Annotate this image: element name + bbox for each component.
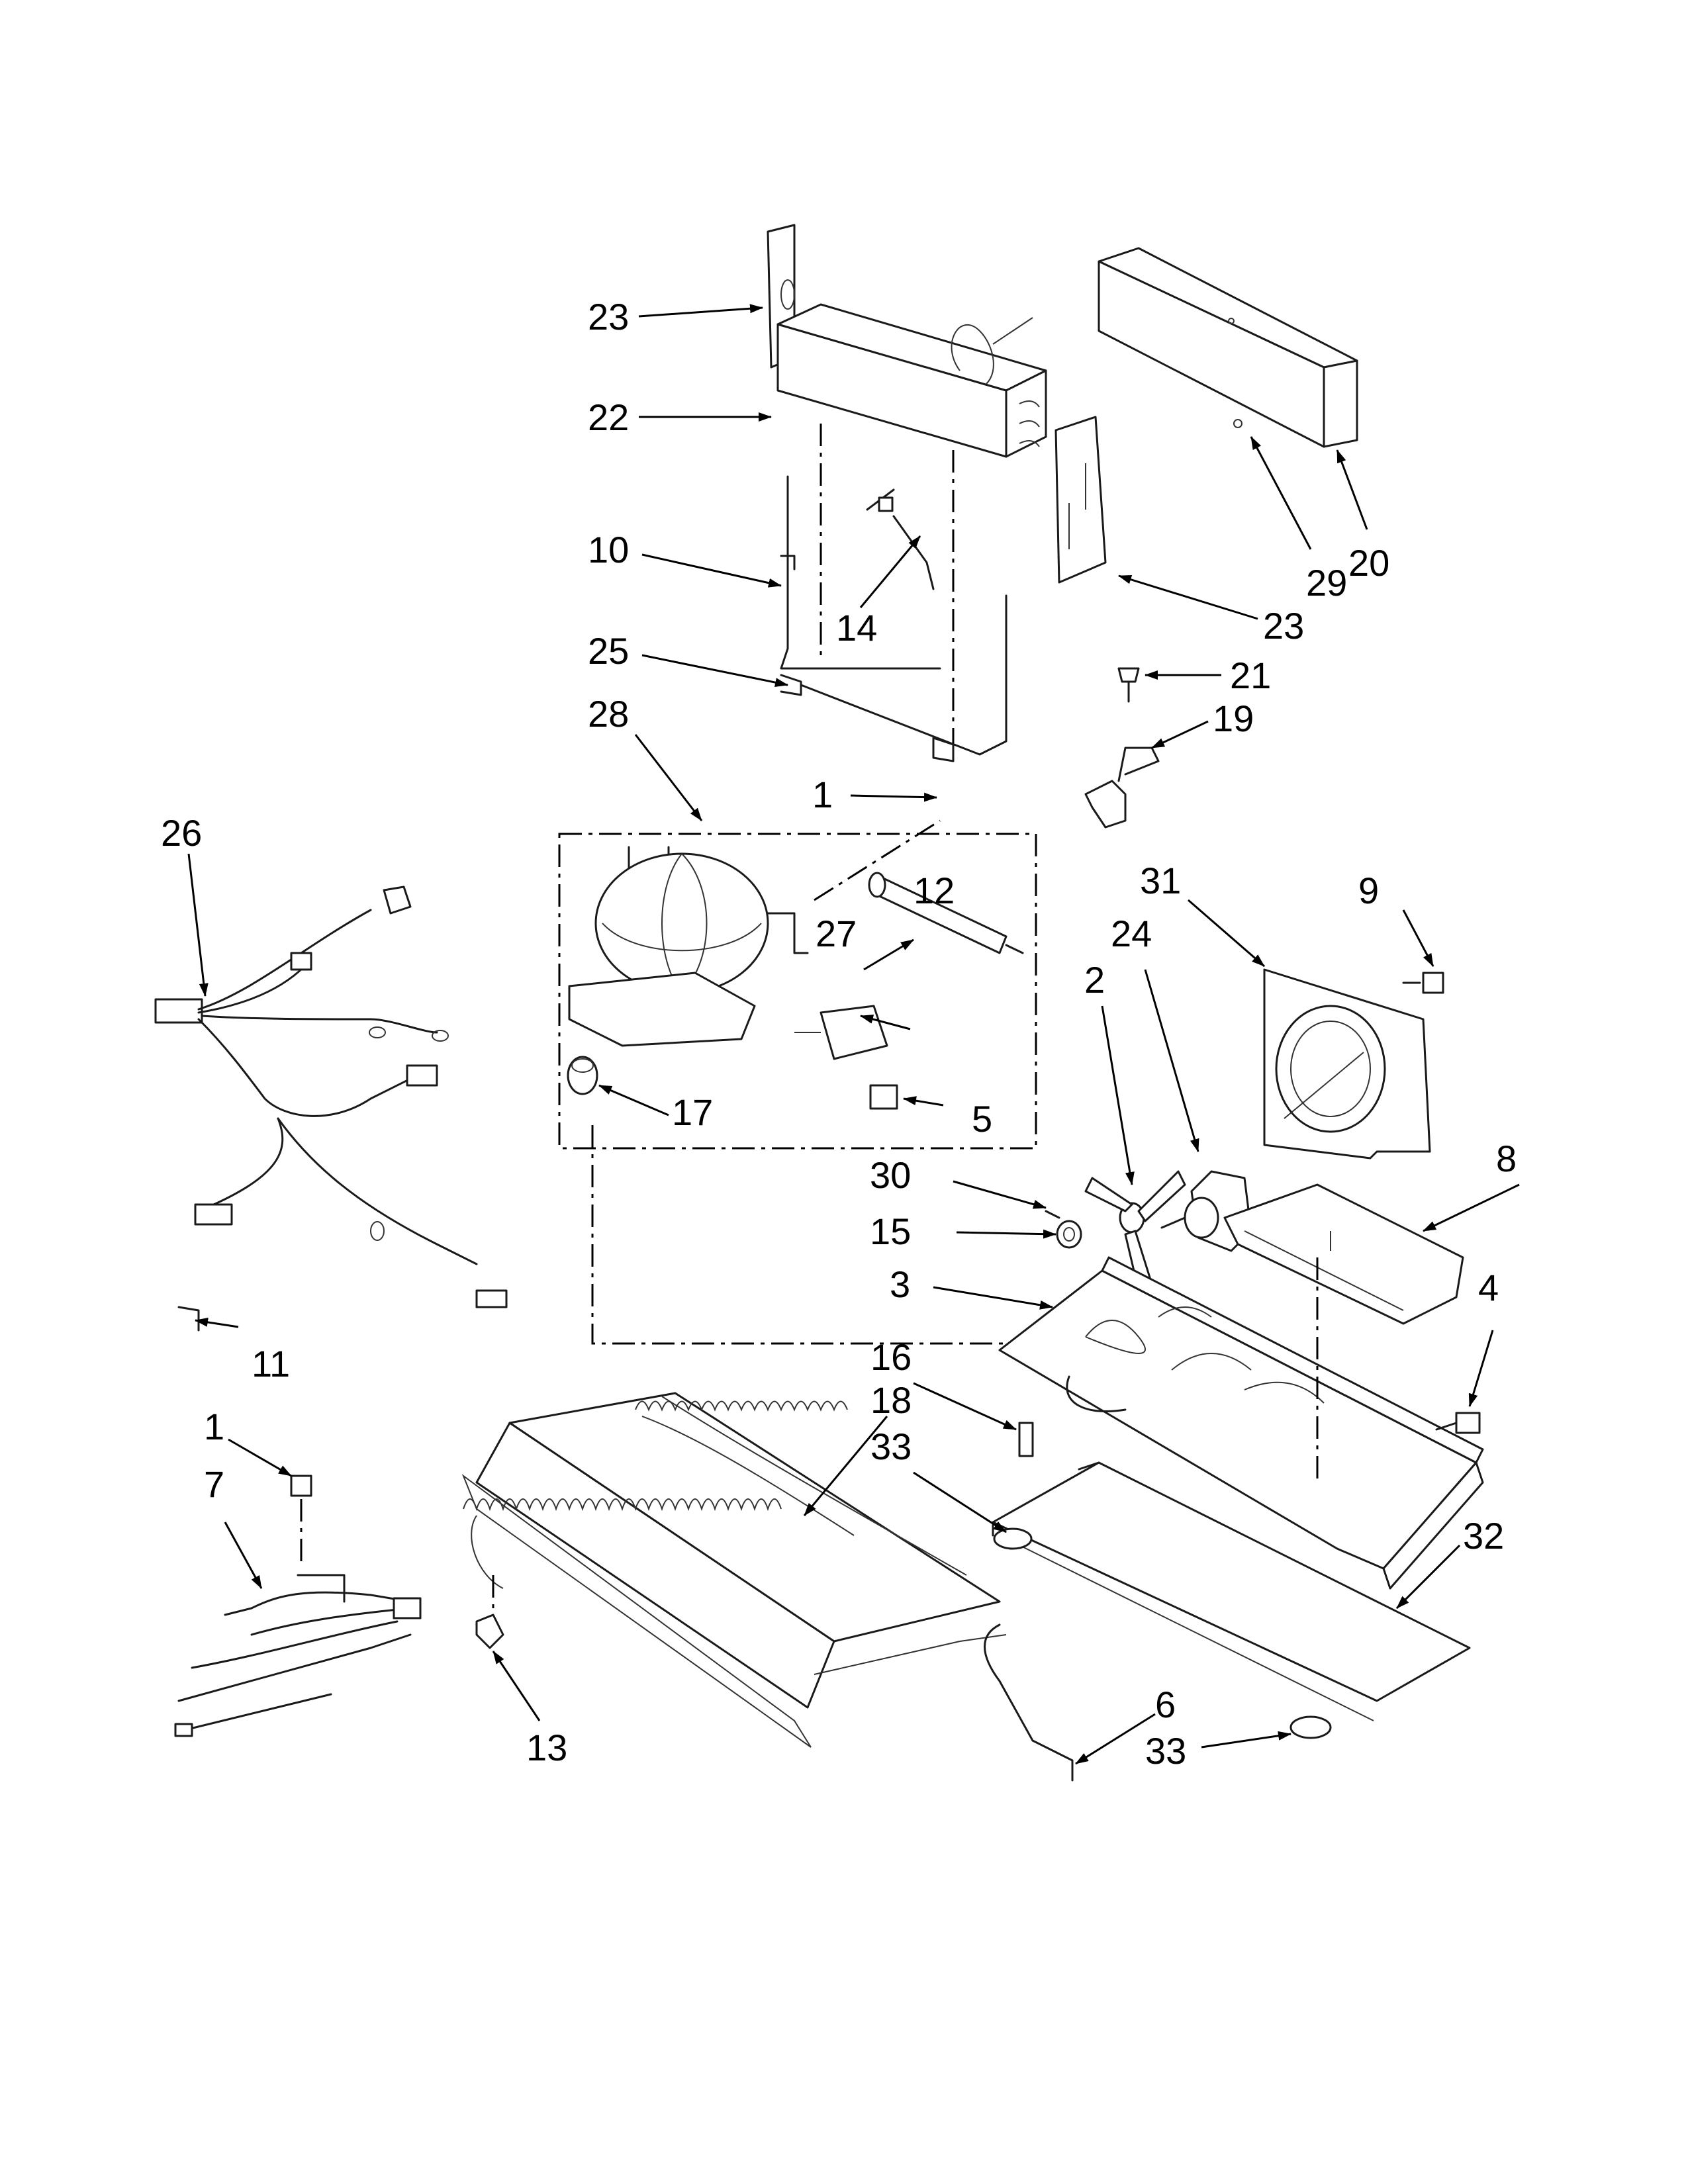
screw-16: [1018, 1422, 1034, 1457]
callout-23-left: 23: [588, 296, 629, 338]
callout-9: 9: [1358, 870, 1379, 911]
callout-26: 26: [161, 812, 202, 854]
callout-20: 20: [1348, 542, 1389, 584]
callout-5: 5: [972, 1098, 992, 1140]
callout-27: 27: [816, 913, 857, 954]
callout-16: 16: [870, 1336, 912, 1378]
refrigerant-line: [591, 1125, 1009, 1345]
evaporator-bracket-right: [1055, 416, 1107, 584]
callout-11: 11: [252, 1343, 290, 1385]
leaders: [187, 304, 1520, 1765]
foot-33-lower: [1289, 1715, 1332, 1739]
callout-10: 10: [588, 529, 629, 570]
compressor-assembly: [567, 846, 1024, 1110]
screw-21: [1117, 667, 1140, 703]
callout-18: 18: [870, 1379, 912, 1421]
callout-33-lower: 33: [1145, 1730, 1186, 1772]
base-plate: [998, 1256, 1484, 1590]
callout-19: 19: [1213, 698, 1254, 739]
wire-harness-7: [174, 1574, 422, 1737]
callout-17: 17: [672, 1091, 713, 1133]
fan-shroud: [1263, 968, 1431, 1160]
callout-28: 28: [588, 693, 629, 735]
callout-29: 29: [1306, 562, 1347, 604]
compressor-assembly-box: [558, 833, 1037, 1150]
callout-12: 12: [914, 870, 955, 911]
callout-1-upper: 1: [812, 774, 833, 815]
callout-labels: 23 22 10 14 25 28 1 26 20 29 23 21 19 27…: [161, 296, 1517, 1772]
callout-15: 15: [870, 1210, 911, 1252]
screw-1-lower: [290, 1475, 312, 1562]
condenser: [461, 1392, 1007, 1748]
callout-4: 4: [1478, 1267, 1499, 1308]
callout-13: 13: [526, 1727, 567, 1768]
wiring-harness: [154, 886, 508, 1308]
panel-32: [992, 1461, 1471, 1721]
callout-21: 21: [1230, 655, 1271, 696]
callout-1-lower: 1: [204, 1406, 224, 1447]
screw-4: [1435, 1412, 1481, 1434]
callout-24: 24: [1111, 913, 1152, 954]
callout-14: 14: [836, 607, 877, 649]
evaporator-cover: [1098, 247, 1358, 448]
clip-19: [1084, 747, 1160, 829]
callout-25: 25: [588, 630, 629, 672]
callout-6: 6: [1155, 1684, 1176, 1725]
screw-9: [1402, 972, 1444, 994]
callout-31: 31: [1140, 860, 1181, 901]
callout-7: 7: [204, 1463, 224, 1505]
clip-11: [177, 1306, 200, 1332]
callout-2: 2: [1084, 959, 1105, 1001]
callout-33-upper: 33: [870, 1426, 912, 1467]
callout-22: 22: [588, 396, 629, 438]
grommet-15: [1056, 1220, 1082, 1249]
callout-8: 8: [1496, 1138, 1517, 1179]
foot-33-upper: [993, 1527, 1033, 1550]
pin-30: [1045, 1210, 1060, 1219]
mount-8: [1223, 1183, 1464, 1325]
callout-3: 3: [890, 1263, 910, 1305]
wire-6: [984, 1623, 1074, 1782]
clip-13: [475, 1614, 504, 1649]
evaporator-assembly: [767, 224, 1047, 762]
callout-32: 32: [1463, 1515, 1504, 1557]
callout-30: 30: [870, 1154, 911, 1196]
callout-23-right: 23: [1263, 605, 1304, 647]
